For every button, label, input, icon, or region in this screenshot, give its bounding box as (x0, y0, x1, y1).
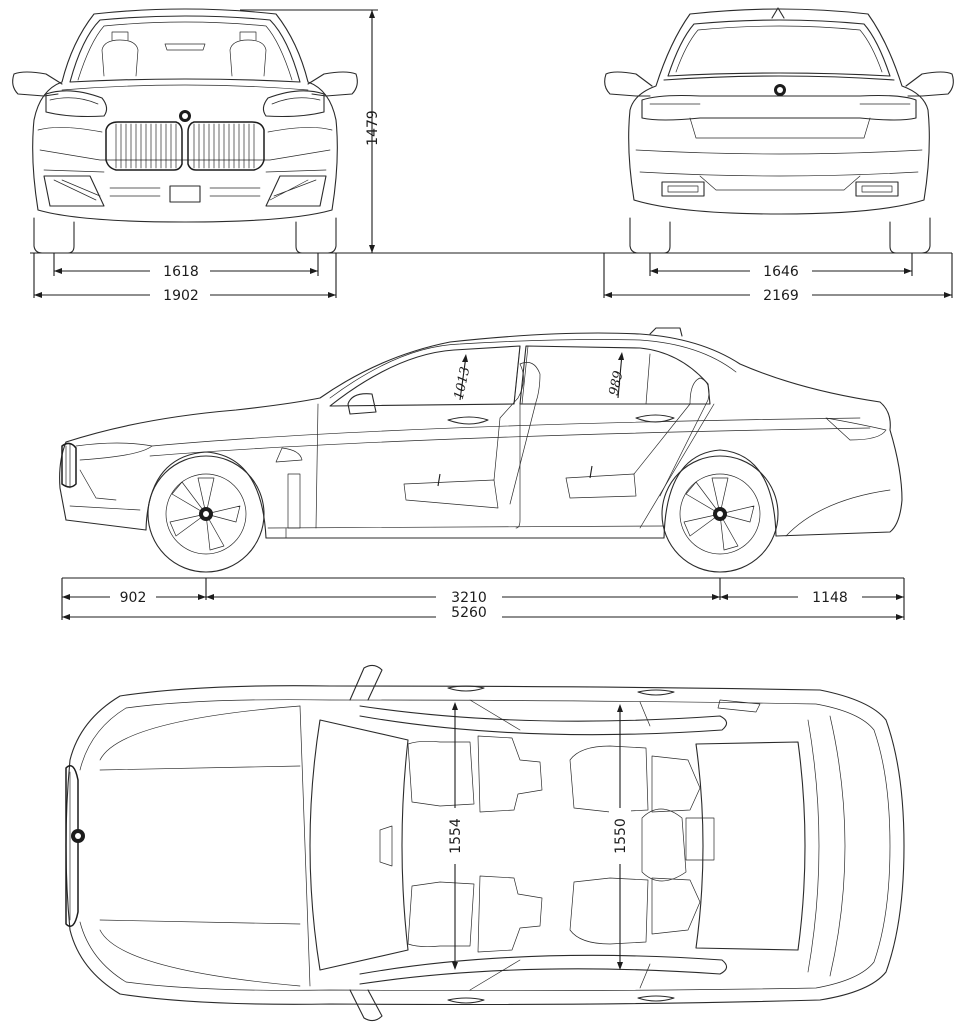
front-width-value: 1902 (163, 288, 199, 304)
side-view (59, 327, 903, 573)
rear-headroom-value: 989 (607, 370, 627, 397)
front-headroom-value: 1013 (452, 366, 474, 401)
rear-width-value: 2169 (763, 288, 799, 304)
front-overhang-value: 902 (120, 590, 147, 606)
length-value: 5260 (451, 605, 487, 621)
front-dimension-lines (33, 9, 378, 298)
front-view (12, 8, 358, 254)
rear-dimension-lines (603, 253, 953, 298)
wheelbase-value: 3210 (451, 590, 487, 606)
length-dimension-lines (61, 577, 905, 620)
top-view (65, 664, 905, 1022)
front-track-value: 1618 (163, 264, 199, 280)
front-shoulder-width-value: 1554 (448, 818, 464, 854)
rear-view (604, 7, 954, 254)
rear-track-value: 1646 (763, 264, 799, 280)
rear-overhang-value: 1148 (812, 590, 848, 606)
height-value: 1479 (365, 110, 381, 146)
rear-shoulder-width-value: 1550 (613, 818, 629, 854)
